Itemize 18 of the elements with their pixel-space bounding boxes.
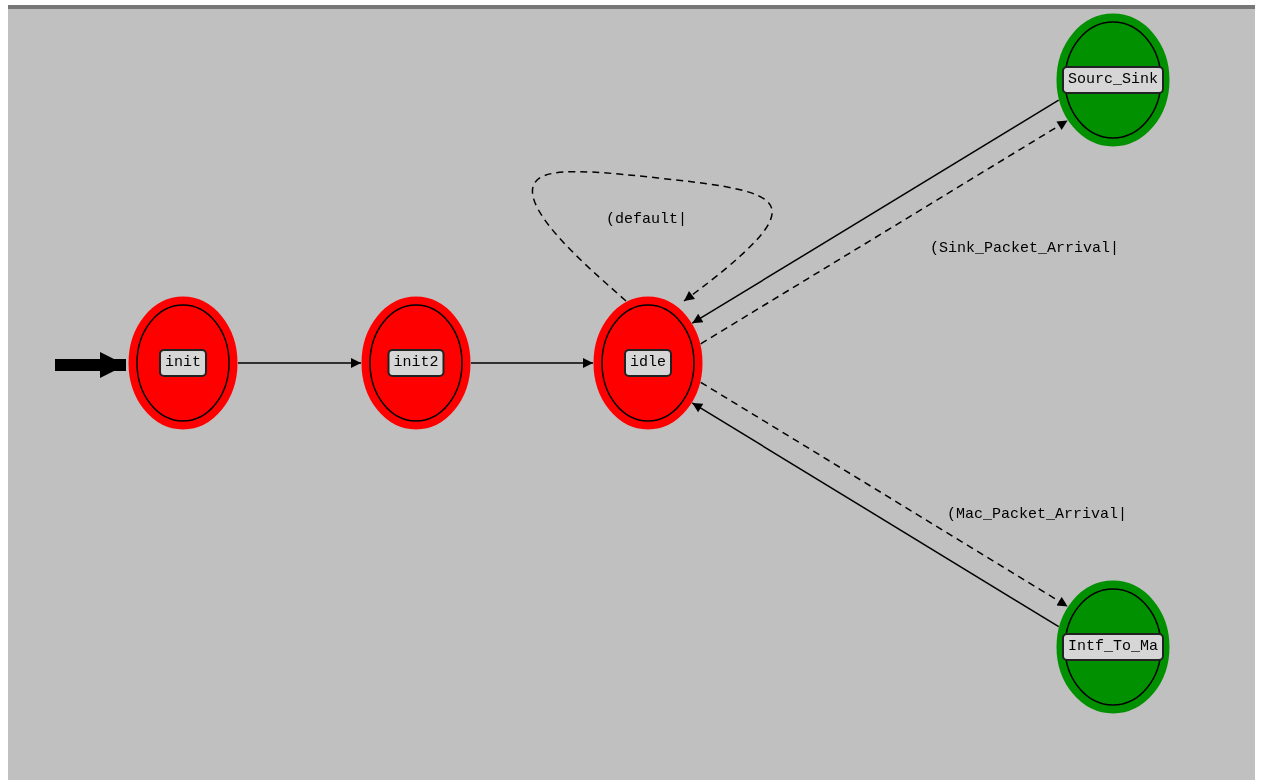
- transition-arrow: [237, 358, 362, 368]
- state-circle: [361, 296, 471, 430]
- state-name: Intf_To_Ma: [1062, 633, 1164, 661]
- dashed-transition-arrow: [699, 119, 1069, 345]
- state-circle: [1056, 13, 1170, 147]
- transition-arrow: [691, 99, 1060, 324]
- state-name: Sourc_Sink: [1062, 66, 1164, 94]
- initial-state-arrow: [55, 352, 126, 378]
- state-circle: [593, 296, 703, 430]
- state-name: init: [159, 349, 207, 377]
- dashed-transition-arrow: [699, 381, 1069, 608]
- transition-arrow: [470, 358, 594, 368]
- dashed-transition-arrow: [531, 170, 773, 302]
- state-name: init2: [387, 349, 445, 377]
- state-circle: [128, 296, 238, 430]
- state-name: idle: [624, 349, 672, 377]
- transition-arrow: [691, 402, 1060, 628]
- state-circle: [1056, 580, 1170, 714]
